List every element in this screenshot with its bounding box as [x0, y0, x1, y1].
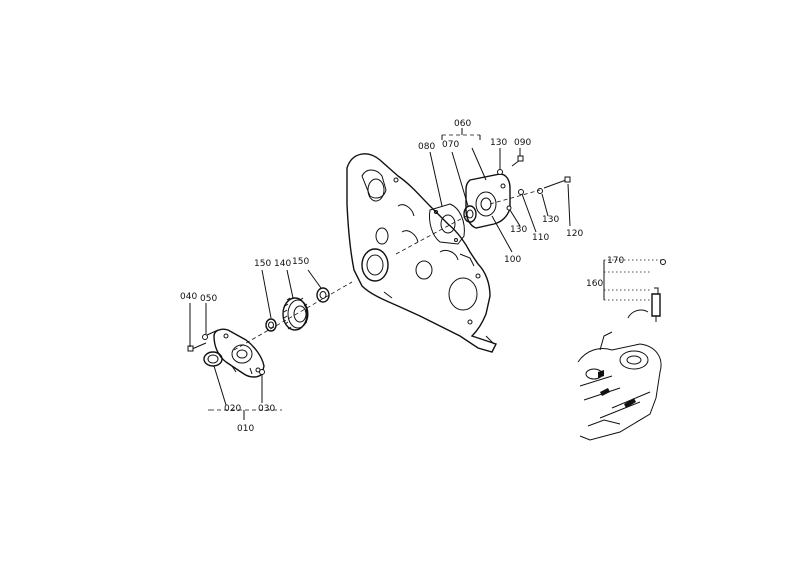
oil-pump-body [213, 328, 265, 378]
callout-030: 030 [258, 404, 275, 414]
callout-070: 070 [442, 140, 459, 150]
callout-010: 010 [237, 424, 254, 434]
pump-bolts [187, 329, 265, 375]
callout-020: 020 [224, 404, 241, 414]
callout-150-right: 150 [292, 257, 309, 267]
callout-080: 080 [418, 142, 435, 152]
callout-160: 160 [586, 279, 603, 289]
seal-housing [465, 173, 511, 229]
callout-130-top: 130 [490, 138, 507, 148]
callout-130-right: 130 [542, 215, 559, 225]
callout-140: 140 [274, 259, 291, 269]
inset-nozzle-detail [577, 259, 666, 441]
callout-labels: 010 020 030 040 050 060 070 080 090 100 … [180, 119, 624, 434]
gear-case-cover [346, 153, 497, 353]
callout-090: 090 [514, 138, 531, 148]
oil-seal [463, 205, 477, 223]
assembly-axis [233, 189, 541, 351]
thrust-washer-right [316, 287, 330, 303]
callout-100: 100 [504, 255, 521, 265]
callout-110: 110 [532, 233, 549, 243]
idler-gear [282, 297, 309, 331]
callout-170: 170 [607, 256, 624, 266]
gasket [429, 203, 465, 245]
callout-040: 040 [180, 292, 197, 302]
thrust-washer-left [265, 318, 277, 332]
callout-120: 120 [566, 229, 583, 239]
callout-150-left: 150 [254, 259, 271, 269]
callout-060: 060 [454, 119, 471, 129]
leader-lines [189, 128, 571, 420]
callout-050: 050 [200, 294, 217, 304]
pump-cover-ring [203, 351, 223, 367]
callout-130-mid: 130 [510, 225, 527, 235]
housing-bolts [497, 155, 571, 211]
